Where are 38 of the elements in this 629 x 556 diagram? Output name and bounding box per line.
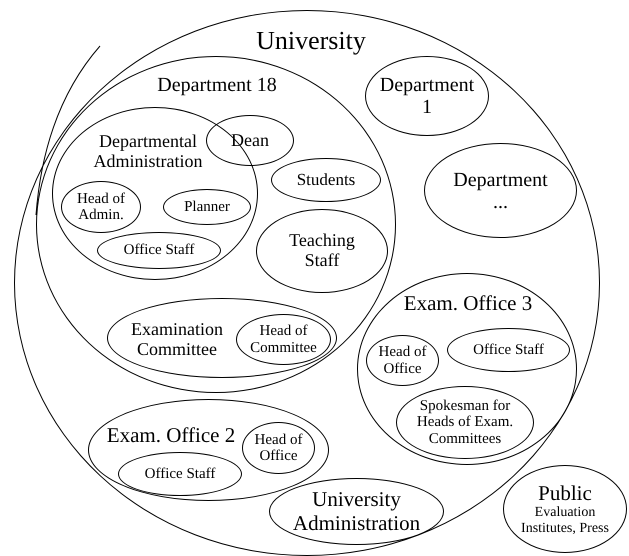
ellipse — [61, 181, 141, 233]
ellipse — [503, 465, 627, 553]
ellipse — [447, 328, 570, 372]
ellipse-label: Exam. Office 3 — [402, 292, 534, 316]
ellipse — [242, 422, 315, 474]
ellipse-label: Head of Office — [378, 344, 428, 377]
ellipse — [163, 189, 251, 225]
ellipse-label: Department ... — [452, 168, 549, 212]
ellipse-sublabel: Evaluation Institutes, Press — [520, 505, 610, 536]
ellipse-label: Examination Committee — [130, 320, 224, 360]
ellipse-label: Head of Committee — [249, 323, 318, 356]
ellipse-label: Office Staff — [472, 342, 545, 358]
ellipse-label: Head of Office — [254, 432, 304, 464]
ellipse-label: Planner — [183, 198, 231, 216]
ellipse-label: Spokesman for Heads of Exam. Committees — [416, 398, 514, 448]
ellipse-label: Exam. Office 2 — [106, 424, 236, 448]
ellipse — [107, 298, 337, 378]
ellipse-label: Office Staff — [122, 242, 196, 259]
ellipse-label: University — [255, 27, 367, 56]
ellipse-label: Students — [296, 170, 356, 190]
ellipse-label: Department 1 — [378, 74, 476, 118]
ellipse-label: Department 18 — [156, 74, 278, 96]
ellipse — [118, 452, 242, 496]
ellipse-label: Teaching Staff — [288, 231, 356, 271]
ellipse-label: University Administration — [292, 488, 422, 535]
ellipse-label: Office Staff — [144, 466, 216, 482]
ellipse — [236, 314, 331, 365]
ellipse-label: Head of Admin. — [76, 190, 126, 224]
ellipse — [271, 158, 381, 202]
ellipse — [396, 386, 534, 459]
ellipse — [97, 232, 221, 269]
ellipse — [365, 56, 489, 136]
ellipse-label: Departmental Administration — [92, 132, 204, 172]
ellipse — [424, 143, 577, 238]
ellipse — [366, 335, 439, 386]
ellipse-label: Public — [537, 482, 593, 506]
ellipse — [357, 273, 577, 465]
ellipse — [256, 209, 388, 293]
